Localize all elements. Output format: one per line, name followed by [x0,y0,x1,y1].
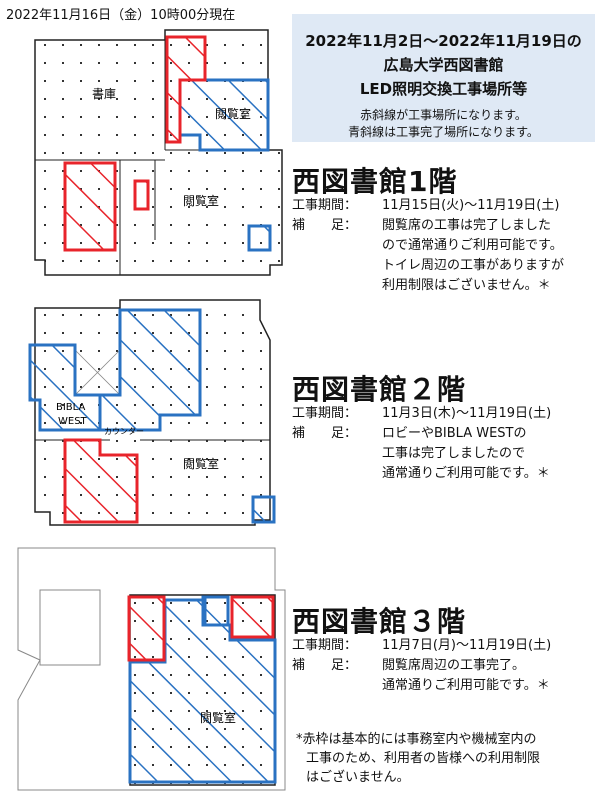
title-line-1: 2022年11月2日～2022年11月19日の [305,32,582,50]
floor-2-note-line: 工事は完了しましたので [382,446,526,461]
floor-2-note-line: ロビーやBIBLA WESTの [382,426,527,441]
footnote-line: *赤枠は基本的には事務室内や機械室内の [296,732,537,747]
floor-3-note-line: 閲覧席周辺の工事完了。 [382,658,526,673]
footnote-line: 工事のため、利用者の皆様への利用制限 [306,751,541,766]
floor-2-room-west: WEST [58,416,88,427]
floor-2-period-label: 工事期間： [292,406,358,421]
floor-1-note-line: 閲覧席の工事は完了しました [382,218,552,233]
floor-3-site-outline [17,547,286,791]
floor-1-note-label: 補 足： [292,218,358,233]
floor-2-period: 11月3日(木)～11月19日(土) [382,406,552,421]
title-note-red: 赤斜線が工事場所になります。 [360,108,527,122]
floor-1-construction-area-west [63,161,117,252]
floor-2-room-reading: 閲覧室 [183,456,219,471]
floor-3-construction-area-east [230,595,275,639]
floor-1-period-label: 工事期間： [292,198,358,213]
floor-1-note-line: トイレ周辺の工事がありますが [382,258,565,273]
title-note-blue: 青斜線は工事完了場所になります。 [348,125,539,139]
floor-1-title: 西図書館1階 [292,165,458,198]
floor-3-period-label: 工事期間： [292,638,358,653]
timestamp: 2022年11月16日（金）10時00分現在 [6,8,236,23]
floor-3-construction-area-west [127,595,166,662]
floor-1-note-line: 利用制限はございません。＊ [382,278,551,293]
floor-2-completed-area-toilet [251,495,276,524]
floor-2-room-bibla: BIBLA [56,402,85,413]
floor-3-note-line: 通常通りご利用可能です。＊ [382,678,550,693]
floor-3-note-label: 補 足： [292,658,358,673]
title-box: 2022年11月2日～2022年11月19日の 広島大学西図書館 LED照明交換… [292,14,595,142]
floor-1-construction-area-small [133,179,150,211]
footnote: *赤枠は基本的には事務室内や機械室内の 工事のため、利用者の皆様への利用制限 は… [296,730,540,787]
floor-1-completed-area-toilet [247,224,272,252]
floor-1-note-line: ので通常通りご利用可能です。 [382,238,563,253]
title-line-3: LED照明交換工事場所等 [359,80,528,98]
floor-1-room-stacks: 書庫 [92,87,116,101]
floor-2-note-label: 補 足： [292,426,358,441]
floor-2-completed-area-lobby [98,308,202,432]
floor-2-info: 工事期間： 11月3日(木)～11月19日(土) 補 足： ロビーやBIBLA WE… [292,404,551,484]
floor-1-room-reading-2: 閲覧室 [183,193,219,208]
floor-1-period: 11月15日(火)～11月19日(土) [382,198,560,213]
floor-1-construction-area-north [165,35,207,144]
floor-3-title: 西図書館３階 [292,605,467,638]
floor-1-info: 工事期間： 11月15日(火)～11月19日(土) 補 足： 閲覧席の工事は完了しま… [292,196,564,296]
floor-3-period: 11月7日(月)～11月19日(土) [382,638,552,653]
floor-3-completed-area-small [201,595,230,627]
floor-3-room-reading: 閲覧室 [200,710,236,725]
floor-2-title: 西図書館２階 [292,373,467,406]
floor-2-note-line: 通常通りご利用可能です。＊ [382,466,550,481]
floor-3-info: 工事期間：11月7日(月)～11月19日(土) 補 足：閲覧席周辺の工事完了。 … [292,636,551,696]
title-line-2: 広島大学西図書館 [383,56,504,74]
floor-1-room-reading-1: 閲覧室 [215,106,251,121]
floor-2-room-counter: カウンター [104,427,144,436]
footnote-line: はございません。 [306,770,410,785]
floor-2-construction-area [63,438,139,524]
